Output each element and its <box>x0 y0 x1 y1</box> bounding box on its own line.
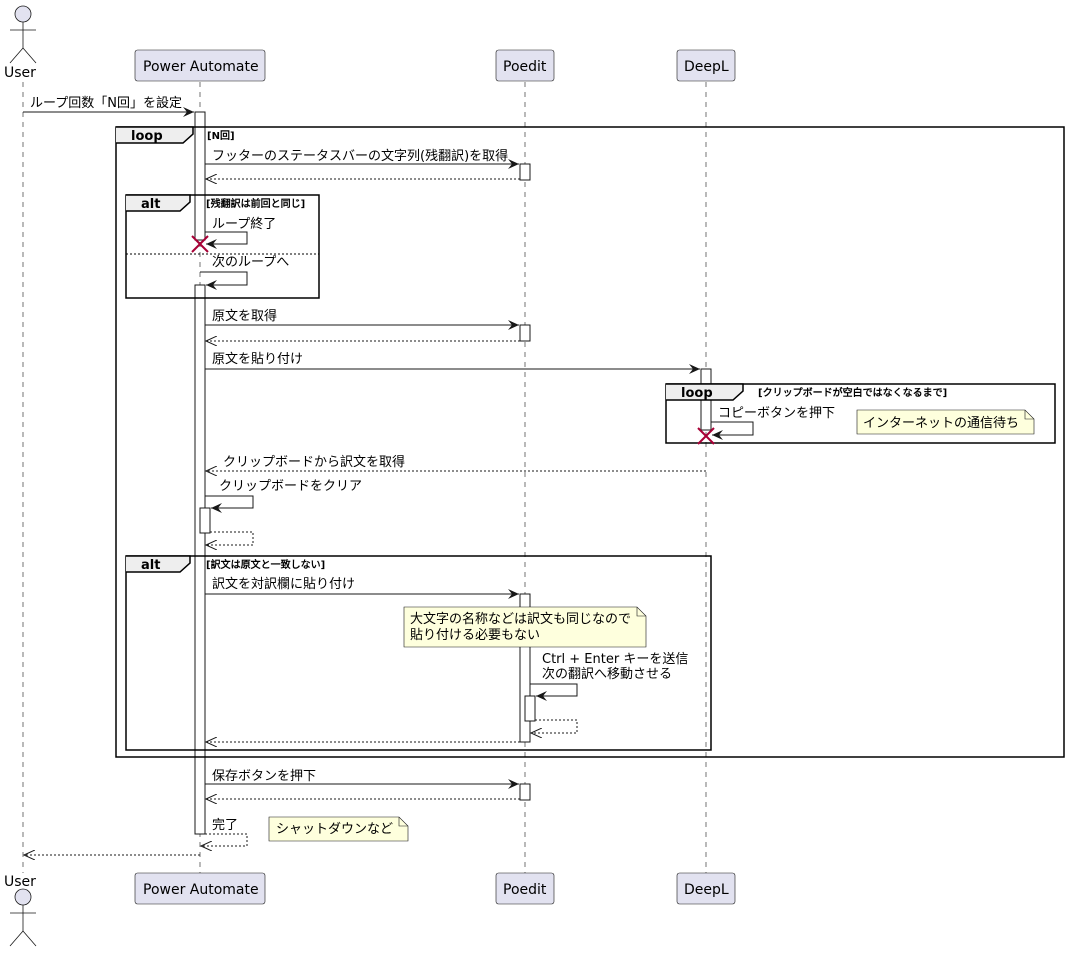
message-complete-label: 完了 <box>212 818 238 833</box>
message-press-copy: コピーボタンを押下 <box>711 406 835 440</box>
message-get-status-text-label: フッターのステータスバーの文字列(残翻訳)を取得 <box>212 148 508 164</box>
return-clipboard-text-label: クリップボードから訳文を取得 <box>223 454 405 470</box>
alt-frame-1-kind: alt <box>141 197 160 212</box>
power-automate-label-bottom: Power Automate <box>143 882 259 898</box>
deepl-box-top: DeepL <box>676 49 736 82</box>
note-capital-names-line1: 大文字の名称などは訳文も同じなので <box>410 611 631 627</box>
message-complete: 完了 <box>201 818 248 846</box>
deepl-box-bottom: DeepL <box>676 872 736 905</box>
message-get-source-label: 原文を取得 <box>212 308 277 324</box>
loop-frame-n-guard: [N回] <box>207 130 235 142</box>
alt-frame-2-kind: alt <box>141 558 160 573</box>
message-send-ctrl-enter: Ctrl + Enter キーを送信 次の翻訳へ移動させる <box>530 652 688 701</box>
alt-frame-2: alt [訳文は原文と一致しない] <box>125 555 712 751</box>
user-actor-top: User <box>4 5 37 81</box>
user-actor-bottom: User <box>4 874 37 947</box>
destroy-icon <box>697 427 715 445</box>
poedit-activation-3 <box>519 593 531 743</box>
alt-frame-1: alt [残翻訳は前回と同じ] <box>125 194 320 299</box>
message-clear-clipboard: クリップボードをクリア <box>205 479 362 513</box>
message-paste-source-label: 原文を貼り付け <box>212 352 303 367</box>
poedit-activation-1 <box>519 163 531 181</box>
message-get-status-text: フッターのステータスバーの文字列(残翻訳)を取得 <box>205 148 519 169</box>
loop-frame-clipboard-kind: loop <box>681 386 713 401</box>
return-ctrl-enter <box>531 719 578 733</box>
note-capital-names: 大文字の名称などは訳文も同じなので 貼り付ける必要もない <box>403 606 647 648</box>
destroy-icon <box>191 235 209 253</box>
pa-activation-1 <box>194 111 206 241</box>
poedit-activation-2 <box>519 324 531 342</box>
return-clear-clipboard <box>206 531 254 545</box>
poedit-box-bottom: Poedit <box>495 872 555 905</box>
message-paste-translation: 訳文を対訳欄に貼り付け <box>205 576 519 599</box>
pa-activation-3 <box>199 507 211 534</box>
poedit-label-top: Poedit <box>503 59 547 75</box>
note-shutdown-text: シャットダウンなど <box>276 822 393 837</box>
message-loop-end-label: ループ終了 <box>212 216 276 232</box>
poedit-activation-5 <box>519 783 531 801</box>
deepl-label-bottom: DeepL <box>684 882 729 898</box>
note-internet-wait: インターネットの通信待ち <box>856 409 1035 435</box>
note-shutdown: シャットダウンなど <box>268 816 409 842</box>
message-loop-end: ループ終了 <box>205 216 276 249</box>
alt-frame-1-guard: [残翻訳は前回と同じ] <box>206 197 305 210</box>
message-press-save-label: 保存ボタンを押下 <box>212 769 316 784</box>
loop-frame-clipboard: loop [クリップボードが空白ではなくなるまで] <box>665 383 1056 444</box>
message-clear-clipboard-label: クリップボードをクリア <box>219 479 362 494</box>
return-clipboard-text: クリップボードから訳文を取得 <box>206 454 706 471</box>
power-automate-box-bottom: Power Automate <box>134 872 266 905</box>
note-capital-names-line2: 貼り付ける必要もない <box>410 628 540 643</box>
message-paste-translation-label: 訳文を対訳欄に貼り付け <box>212 576 355 592</box>
alt-frame-2-guard: [訳文は原文と一致しない] <box>206 558 325 571</box>
power-automate-box-top: Power Automate <box>134 49 266 82</box>
poedit-activation-4 <box>524 695 536 722</box>
message-paste-source: 原文を貼り付け <box>205 352 700 374</box>
message-next-loop-label: 次のループへ <box>212 254 289 270</box>
note-internet-wait-text: インターネットの通信待ち <box>863 416 1019 431</box>
message-send-ctrl-enter-line2: 次の翻訳へ移動させる <box>542 666 672 682</box>
message-press-save: 保存ボタンを押下 <box>205 769 519 789</box>
pa-activation-2 <box>194 284 206 835</box>
message-next-loop: 次のループへ <box>200 254 289 290</box>
poedit-box-top: Poedit <box>495 49 555 82</box>
message-send-ctrl-enter-line1: Ctrl + Enter キーを送信 <box>542 652 688 667</box>
user-label-top: User <box>4 65 36 81</box>
deepl-label-top: DeepL <box>684 59 729 75</box>
message-set-loop-count: ループ回数「N回」を設定 <box>23 95 194 117</box>
message-get-source: 原文を取得 <box>205 308 519 330</box>
power-automate-label-top: Power Automate <box>143 59 259 75</box>
message-set-loop-count-label: ループ回数「N回」を設定 <box>30 95 182 111</box>
message-press-copy-label: コピーボタンを押下 <box>718 406 835 421</box>
loop-frame-clipboard-guard: [クリップボードが空白ではなくなるまで] <box>758 386 947 399</box>
loop-frame-n-kind: loop <box>131 129 163 144</box>
user-label-bottom: User <box>4 874 36 890</box>
loop-frame-n: loop [N回] <box>115 126 1065 758</box>
poedit-label-bottom: Poedit <box>503 882 547 898</box>
